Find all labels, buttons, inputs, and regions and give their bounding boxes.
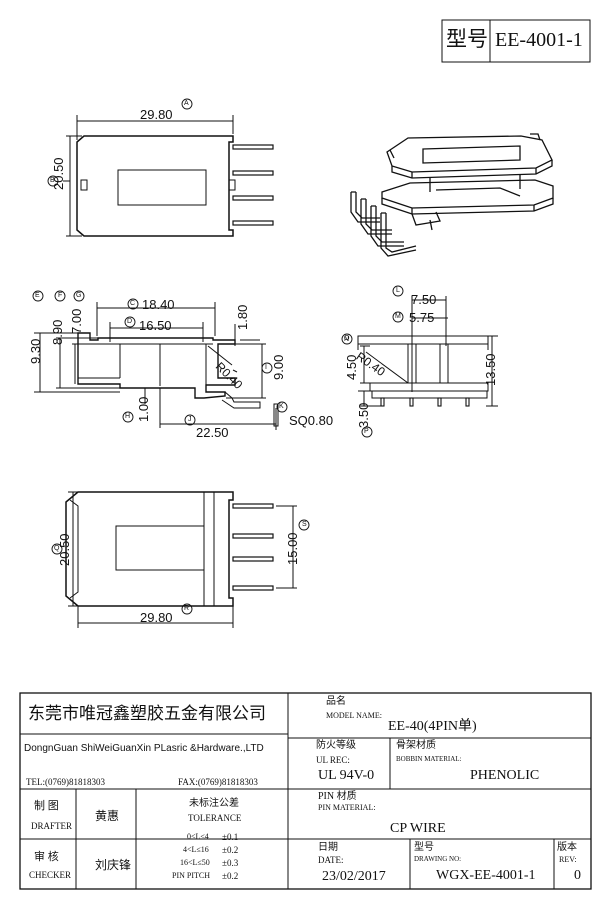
front-view [34, 302, 279, 430]
tolerance-range-3: 16<L≤50 [180, 858, 210, 867]
part-number-label: 型号 [446, 27, 488, 51]
pin-label-en: PIN MATERIAL: [318, 803, 376, 812]
company-tel: TEL:(0769)81818303 [26, 777, 105, 787]
marker-h: H [125, 413, 131, 420]
dim-g: 7.00 [69, 308, 84, 334]
tolerance-label-cn: 未标注公差 [189, 798, 239, 809]
marker-m: M [395, 313, 401, 320]
date-label-en: DATE: [318, 855, 344, 865]
rev-label-en: REV: [559, 855, 577, 864]
marker-s: S [302, 521, 307, 528]
marker-n: N [344, 336, 350, 343]
dim-f: 8.90 [50, 319, 65, 345]
marker-c: C [130, 300, 136, 307]
checker-label-cn: 审 核 [34, 851, 59, 863]
marker-r: R [184, 605, 190, 612]
marker-k: K [279, 403, 284, 410]
dim-b: 20.50 [51, 157, 66, 190]
part-number-value: EE-4001-1 [495, 29, 583, 51]
rev-value: 0 [574, 868, 581, 883]
side-view [357, 296, 498, 407]
model-label-cn: 品名 [326, 696, 346, 707]
dim-o: 13.50 [483, 353, 498, 386]
marker-j: J [188, 416, 192, 423]
title-block-frame [19, 692, 592, 890]
dim-l: 7.50 [411, 292, 437, 307]
dim-h: 1.80 [235, 304, 250, 330]
ul-label-en: UL REC: [316, 755, 350, 765]
pin-label-cn: PIN 材质 [318, 791, 357, 802]
company-name-en: DongnGuan ShiWeiGuanXin PLasric &Hardwar… [24, 743, 264, 754]
dim-j: 1.00 [136, 396, 151, 422]
marker-q: Q [54, 545, 60, 552]
marker-b: B [50, 177, 55, 184]
dim-r: 29.80 [140, 610, 173, 625]
pin-value: CP WIRE [390, 821, 446, 836]
dim-e: 9.30 [28, 338, 43, 364]
marker-i: I [265, 364, 267, 371]
dim-k: 22.50 [196, 425, 229, 440]
tolerance-value-2: ±0.2 [222, 845, 239, 855]
checker-label-en: CHECKER [29, 870, 72, 880]
company-fax: FAX:(0769)81818303 [178, 777, 258, 787]
company-name-cn: 东莞市唯冠鑫塑胶五金有限公司 [28, 704, 266, 723]
drawing-no-label-en: DRAWING NO: [414, 855, 462, 863]
dim-p: 3.50 [356, 402, 371, 428]
bobbin-label-en: BOBBIN MATERIAL: [396, 755, 462, 763]
model-value: EE-40(4PIN单) [388, 719, 477, 734]
isometric-view [350, 133, 554, 257]
marker-p: P [364, 428, 369, 435]
dim-c: 18.40 [142, 297, 175, 312]
marker-a: A [184, 100, 189, 107]
tolerance-value-4: ±0.2 [222, 871, 239, 881]
dim-s: 15.00 [285, 532, 300, 565]
top-view [63, 115, 274, 237]
date-label-cn: 日期 [318, 842, 338, 853]
drafter-label-en: DRAFTER [31, 821, 73, 831]
tolerance-value-1: ±0.1 [222, 832, 239, 842]
dim-q: 20.50 [57, 533, 72, 566]
drawing-no-label-cn: 型号 [414, 842, 434, 853]
rev-label-cn: 版本 [557, 842, 577, 853]
drafter-label-cn: 制 图 [34, 800, 59, 812]
marker-e: E [35, 292, 40, 299]
bottom-view [65, 491, 297, 628]
bobbin-value: PHENOLIC [470, 768, 540, 783]
tolerance-range-4: PIN PITCH [172, 871, 211, 880]
marker-d: D [127, 318, 133, 325]
marker-circles [32, 98, 404, 615]
model-label-en: MODEL NAME: [326, 711, 382, 720]
ul-value: UL 94V-0 [318, 768, 375, 783]
bobbin-label-cn: 骨架材质 [396, 740, 436, 751]
tolerance-value-3: ±0.3 [222, 858, 239, 868]
drafter-name: 黄惠 [95, 809, 120, 823]
part-number-box [441, 19, 591, 63]
marker-l: L [396, 287, 400, 294]
drawing-no-value: WGX-EE-4001-1 [436, 868, 536, 883]
dim-m: 5.75 [409, 310, 435, 325]
tolerance-range-1: 0<L≤4 [187, 832, 209, 841]
dim-d: 16.50 [139, 318, 172, 333]
dim-sq: SQ0.80 [289, 413, 334, 428]
marker-g: G [76, 292, 82, 299]
marker-o: O [344, 335, 350, 342]
tolerance-label-en: TOLERANCE [188, 813, 242, 823]
checker-name: 刘庆锋 [95, 858, 132, 872]
marker-f: F [58, 292, 63, 299]
date-value: 23/02/2017 [322, 869, 386, 884]
dim-a: 29.80 [140, 107, 173, 122]
dim-i: 9.00 [271, 354, 286, 380]
ul-label-cn: 防火等级 [316, 740, 356, 751]
tolerance-range-2: 4<L≤16 [183, 845, 209, 854]
